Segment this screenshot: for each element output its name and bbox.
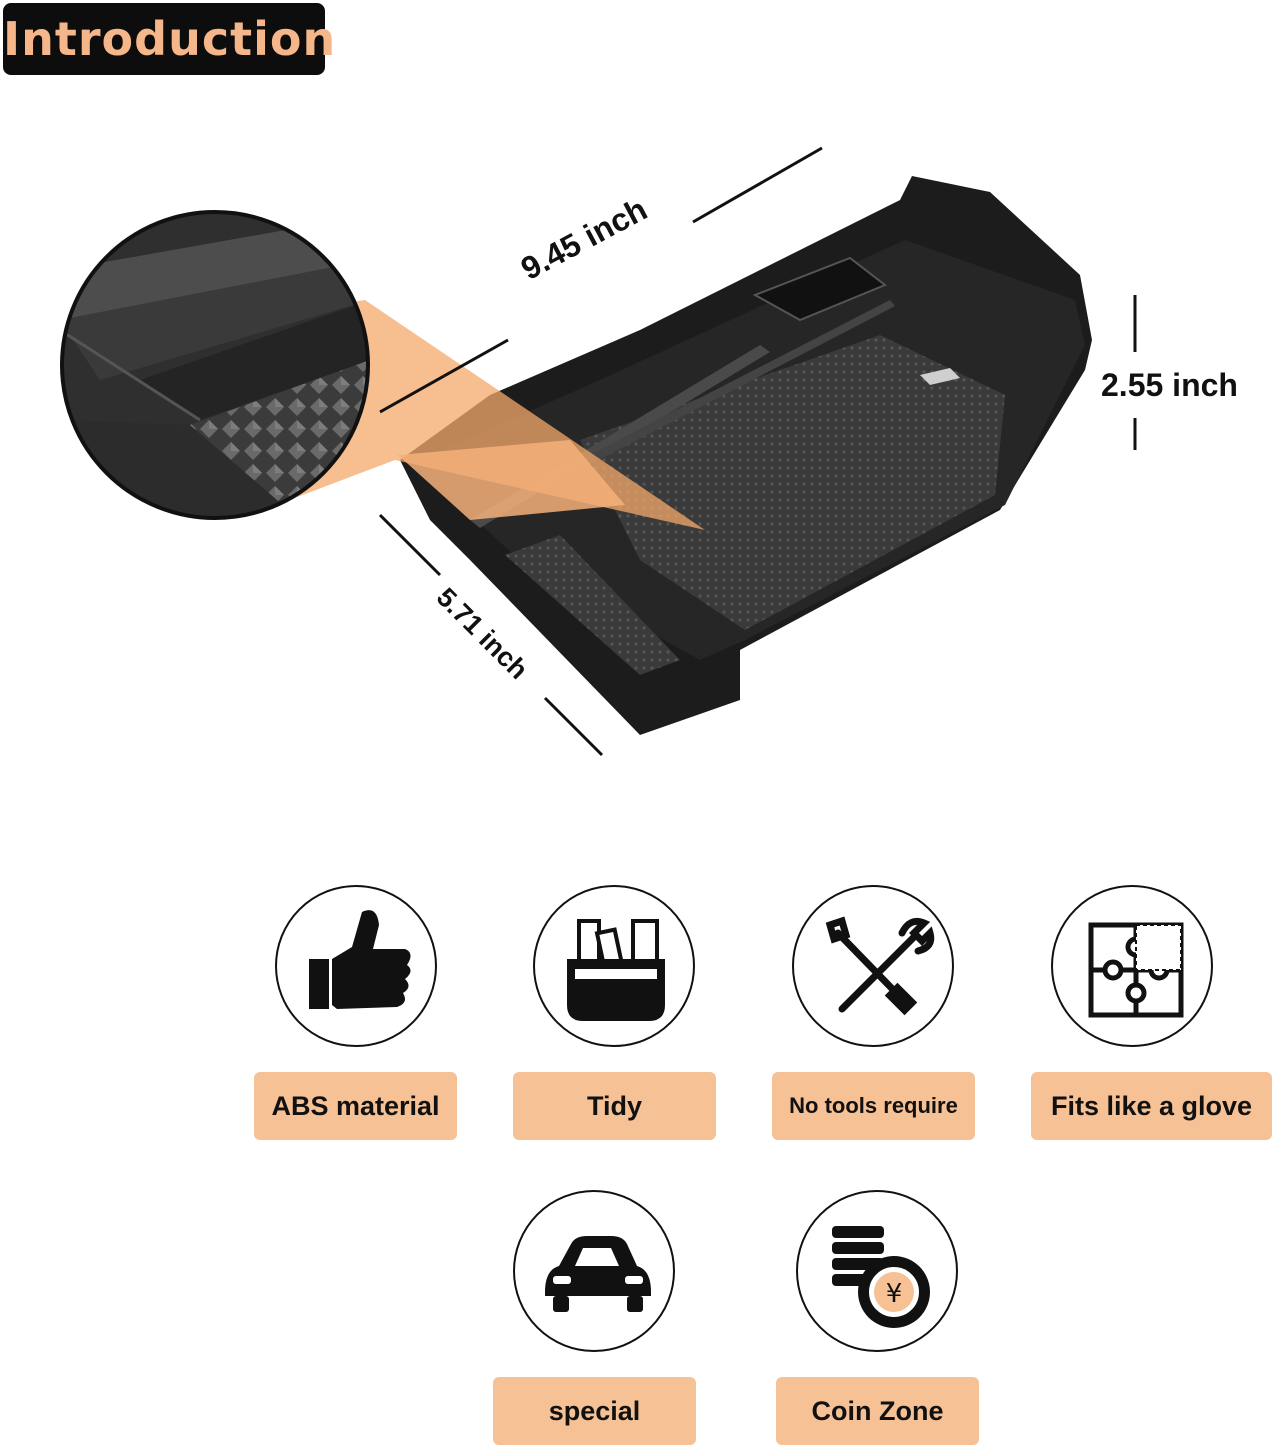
zoom-detail-circle bbox=[60, 210, 370, 520]
tidy-box-icon bbox=[533, 885, 695, 1047]
feature-label-coin: Coin Zone bbox=[776, 1377, 979, 1445]
feature-label-tidy: Tidy bbox=[513, 1072, 716, 1140]
page-title: Introduction bbox=[3, 3, 335, 75]
tools-icon bbox=[792, 885, 954, 1047]
dimension-lines bbox=[378, 146, 1137, 757]
product-illustration bbox=[60, 146, 1137, 757]
feature-label-special: special bbox=[493, 1377, 696, 1445]
dimension-height-label: 2.55 inch bbox=[1101, 367, 1238, 403]
thumbs-up-icon bbox=[275, 885, 437, 1047]
feature-label-abs: ABS material bbox=[254, 1072, 457, 1140]
coin-icon: ¥ bbox=[796, 1190, 958, 1352]
svg-text:¥: ¥ bbox=[886, 1279, 903, 1309]
puzzle-icon bbox=[1051, 885, 1213, 1047]
feature-label-fits: Fits like a glove bbox=[1031, 1072, 1272, 1140]
feature-label-tools: No tools require bbox=[772, 1072, 975, 1140]
car-icon bbox=[513, 1190, 675, 1352]
